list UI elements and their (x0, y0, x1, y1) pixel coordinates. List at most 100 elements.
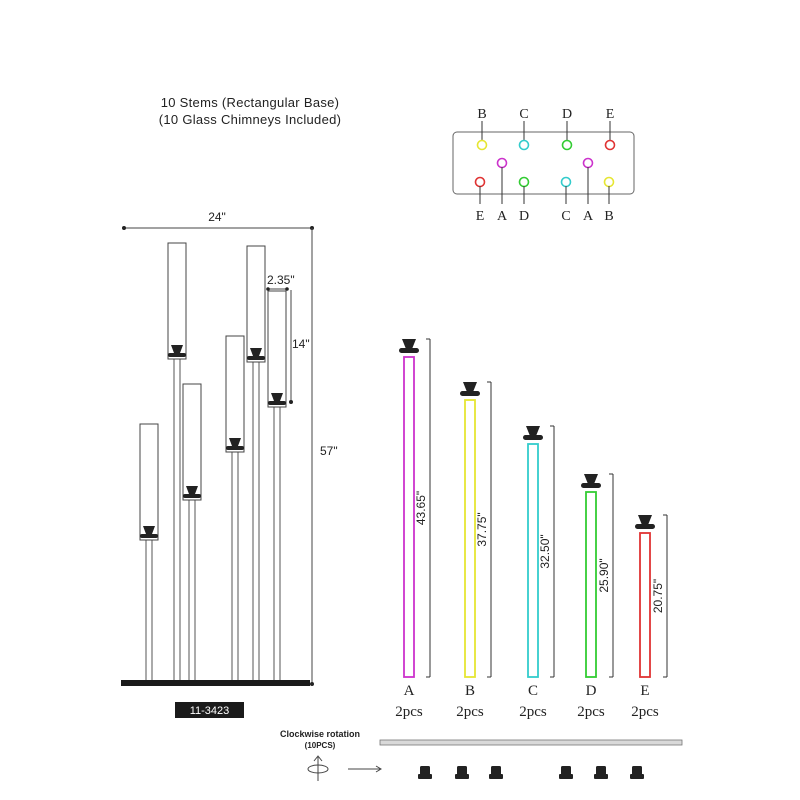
stem-bar-a (403, 356, 415, 678)
layout-ring-e (474, 176, 486, 188)
connector-piece (561, 766, 571, 775)
connectors (418, 766, 644, 779)
layout-label-top-3: D (562, 107, 572, 122)
layout-ring-e (604, 139, 616, 151)
stem-length-label: 37.75" (475, 512, 489, 546)
rotation-icon (307, 755, 329, 781)
stem-holder-plate (523, 435, 543, 440)
stem-letter-label: E (640, 683, 649, 699)
stem-holder-plate (635, 524, 655, 529)
candle-holder-plate (168, 353, 186, 357)
arrow-right-icon (348, 765, 382, 773)
glass-chimney (182, 383, 202, 501)
stem-holder-cup (526, 426, 540, 436)
rotation-count: (10PCS) (305, 741, 336, 750)
connector-piece (457, 766, 467, 775)
candle-holder-plate (268, 401, 286, 405)
rotation-label: Clockwise rotation (280, 729, 360, 739)
model-label-box (175, 702, 244, 718)
layout-ring-a (496, 157, 508, 169)
stem-quantity-label: 2pcs (631, 704, 659, 720)
layout-label-bottom-3: D (519, 209, 529, 224)
stem-quantity-label: 2pcs (395, 704, 423, 720)
glass-chimney (167, 242, 187, 360)
connector-piece-base (418, 774, 432, 779)
layout-label-bottom-2: A (497, 209, 508, 224)
chimney-diameter-label: 2.35" (267, 273, 295, 287)
layout-ring-b (476, 139, 488, 151)
stem-length-label: 20.75" (651, 579, 665, 613)
connector-piece (491, 766, 501, 775)
layout-label-top-1: B (477, 107, 486, 122)
base-plate (121, 680, 310, 686)
stem-holder-plate (460, 391, 480, 396)
dimension-dot (266, 287, 270, 291)
candle-holder-cup (143, 526, 155, 534)
layout-ring-c (560, 176, 572, 188)
width-dimension-label: 24" (208, 210, 226, 224)
layout-label-top-4: E (606, 107, 615, 122)
candle-holder-cup (171, 345, 183, 353)
layout-ring-c (518, 139, 530, 151)
connector-piece-base (559, 774, 573, 779)
layout-label-bottom-1: E (476, 209, 485, 224)
stem-legend: 43.65" A 2pcs 37.75" B 2pcs 32.50" C 2pcs 25.90" D… (395, 338, 668, 720)
glass-chimney (267, 290, 287, 408)
candle-holder-cup (250, 348, 262, 356)
chimney-height-label: 14" (292, 337, 310, 351)
dimension-dot (285, 287, 289, 291)
layout-label-bottom-4: C (561, 209, 570, 224)
title-line-2: (10 Glass Chimneys Included) (158, 112, 342, 127)
layout-ring-d (561, 139, 573, 151)
candle-holder-plate (226, 446, 244, 450)
layout-label-bottom-5: A (583, 209, 594, 224)
stem-holder-cup (638, 515, 652, 525)
candle-holder-plate (140, 534, 158, 538)
stem-bar-b (464, 399, 476, 678)
stem-bar-c (527, 443, 539, 678)
stem-letter-label: B (465, 683, 475, 699)
height-dimension-label: 57" (320, 444, 338, 458)
stem-length-label: 32.50" (538, 534, 552, 568)
stem-holder-cup (402, 339, 416, 349)
candle-holder-plate (183, 494, 201, 498)
layout-ring-b (603, 176, 615, 188)
stem-holder-plate (399, 348, 419, 353)
glass-chimney (246, 245, 266, 363)
dimension-dot (310, 682, 314, 686)
assembly-rod (379, 739, 683, 746)
stem-holder-cup (463, 382, 477, 392)
connector-piece (596, 766, 606, 775)
connector-piece-base (594, 774, 608, 779)
stem-letter-label: A (404, 683, 415, 699)
connector-piece-base (489, 774, 503, 779)
layout-base-outline (452, 131, 635, 195)
stem-quantity-label: 2pcs (577, 704, 605, 720)
candle-holder-cup (186, 486, 198, 494)
title-line-1: 10 Stems (Rectangular Base) (160, 95, 340, 110)
model-code: 11-3423 (190, 705, 230, 717)
layout-diagram: B C D E E A D C A B (452, 107, 635, 224)
glass-chimney (225, 335, 245, 453)
layout-label-bottom-6: B (604, 209, 613, 224)
stem-length-label: 43.65" (414, 491, 428, 525)
stem-letter-label: C (528, 683, 538, 699)
candle-holder-cup (229, 438, 241, 446)
candle-holder-plate (247, 356, 265, 360)
connector-piece-base (630, 774, 644, 779)
candelabra-stems (139, 242, 287, 680)
stem-length-label: 25.90" (597, 558, 611, 592)
layout-ring-a (582, 157, 594, 169)
connector-piece (632, 766, 642, 775)
layout-label-top-2: C (519, 107, 528, 122)
stem-letter-label: D (586, 683, 597, 699)
stem-holder-cup (584, 474, 598, 484)
stem-bar-d (585, 491, 597, 678)
dimension-dot (289, 400, 293, 404)
dimension-dot (122, 226, 126, 230)
stem-bar-e (639, 532, 651, 678)
glass-chimney (139, 423, 159, 541)
layout-ring-d (518, 176, 530, 188)
connector-piece (420, 766, 430, 775)
